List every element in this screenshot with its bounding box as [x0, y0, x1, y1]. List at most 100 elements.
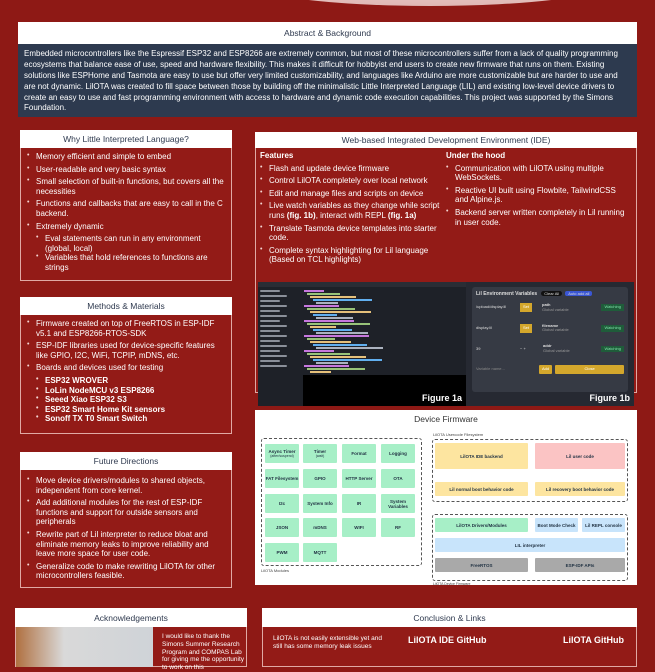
variable-value[interactable]: 39 — [476, 345, 481, 351]
list-text: Live watch variables as they change whil… — [269, 201, 440, 220]
ide-github-link[interactable]: LilOTA IDE GitHub — [408, 635, 487, 645]
clear-all-button[interactable]: Clear All — [541, 291, 563, 296]
module-name: MQTT — [313, 550, 327, 555]
code-line — [304, 290, 324, 292]
file-tree-item[interactable] — [260, 365, 287, 367]
file-tree-item[interactable] — [260, 350, 280, 352]
ide-panel: Web-based Integrated Development Environ… — [255, 132, 637, 406]
methods-panel: Methods & Materials Firmware created on … — [20, 297, 232, 434]
file-tree-item[interactable] — [260, 345, 287, 347]
code-line — [310, 326, 336, 328]
drivers-block: LilOTA Drivers/Modules — [435, 518, 528, 532]
watching-badge: Watching — [601, 324, 624, 332]
file-tree-item[interactable] — [260, 355, 287, 357]
file-tree-item[interactable] — [260, 320, 280, 322]
interpreter-block: LIL interpreter — [435, 538, 625, 552]
why-lil-title: Why Little Interpreted Language? — [20, 130, 232, 148]
module-name: IR — [356, 501, 362, 506]
ide-backend-block: LilOTA IDE backend — [435, 443, 528, 469]
variable-value[interactable]: display.lil — [476, 324, 492, 330]
file-tree-item[interactable] — [260, 290, 280, 292]
module-name: OTA — [393, 476, 403, 481]
module-name: HTTP Server — [345, 476, 373, 481]
features-heading: Features — [260, 151, 294, 160]
boot-check-block: Boot Mode Check — [535, 518, 578, 532]
code-line — [307, 308, 355, 310]
stepper[interactable]: − + — [520, 345, 526, 351]
future-panel: Future Directions Move device drivers/mo… — [20, 452, 232, 588]
file-tree-item[interactable] — [260, 330, 280, 332]
list-item: ESP-IDF libraries used for device-specif… — [27, 341, 225, 360]
file-tree-item[interactable] — [260, 305, 287, 307]
file-tree-item[interactable] — [260, 300, 280, 302]
list-text: , interact with REPL — [315, 210, 388, 220]
list-item: Variables that hold references to functi… — [36, 253, 225, 272]
list-item: Flash and update device firmware — [260, 164, 445, 174]
code-line — [304, 320, 354, 322]
set-button[interactable]: Set — [520, 323, 533, 333]
file-tree-item[interactable] — [260, 310, 280, 312]
module-name: System Info — [307, 501, 333, 506]
module-name: mDNS — [313, 525, 327, 530]
why-lil-panel: Why Little Interpreted Language? Memory … — [20, 130, 232, 281]
module-block: GPIO — [303, 469, 337, 488]
code-line — [313, 344, 367, 346]
hood-list: Communication with LilOTA using multiple… — [446, 164, 631, 228]
module-name: Timer — [313, 449, 327, 454]
file-tree-item[interactable] — [260, 325, 287, 327]
ack-title: Acknowledgements — [15, 608, 247, 627]
list-item: Edit and manage files and scripts on dev… — [260, 189, 445, 199]
code-line — [316, 317, 353, 319]
why-lil-list: Memory efficient and simple to embedUser… — [27, 152, 225, 231]
module-name: WIFI — [354, 525, 364, 530]
list-item: ESP32 Smart Home Kit sensors — [36, 405, 225, 415]
file-tree-item[interactable] — [260, 340, 280, 342]
file-tree-item[interactable] — [260, 335, 287, 337]
code-line — [307, 368, 365, 370]
user-code-block: Lil user code — [535, 443, 625, 469]
espidf-block: ESP-IDF APIs — [535, 558, 625, 572]
list-item: Seeed Xiao ESP32 S3 — [36, 395, 225, 405]
list-item: Live watch variables as they change whil… — [260, 201, 445, 220]
lilota-github-link[interactable]: LilOTA GitHub — [563, 635, 624, 645]
hood-heading: Under the hood — [446, 151, 506, 160]
add-button[interactable]: Add — [539, 364, 553, 374]
variable-value[interactable]: /upload/display.lil — [476, 304, 507, 310]
module-name: Logging — [389, 451, 407, 456]
module-block: System Info — [303, 494, 337, 513]
modules-caption: LilOTA Modules — [261, 568, 289, 573]
device-firmware-box — [432, 514, 628, 581]
module-block: mDNS — [303, 518, 337, 537]
set-button[interactable]: Set — [520, 303, 533, 313]
code-line — [304, 350, 334, 352]
future-title: Future Directions — [20, 452, 232, 470]
code-line — [313, 329, 352, 331]
code-line — [310, 356, 366, 358]
normal-boot-block: Lil normal boot behavior code — [435, 482, 528, 496]
variable-name-input[interactable]: Variable name... — [476, 365, 505, 371]
module-block: IR — [342, 494, 376, 513]
close-button[interactable]: Close — [555, 364, 624, 374]
figure-reference: (fig. 1a) — [387, 210, 417, 220]
module-name: JSON — [275, 525, 289, 530]
watching-badge: Watching — [601, 345, 624, 353]
list-item: Boards and devices used for testing — [27, 363, 225, 373]
list-item: Move device drivers/modules to shared ob… — [27, 476, 225, 495]
recovery-boot-block: Lil recovery boot behavior code — [535, 482, 625, 496]
variable-name: filename — [542, 322, 559, 328]
auto-add-button[interactable]: Auto add all — [565, 291, 593, 296]
code-line — [316, 332, 368, 334]
code-line — [304, 335, 369, 337]
code-line — [313, 359, 382, 361]
module-block: Async Timer(after/suspend) — [265, 444, 299, 463]
file-tree-item[interactable] — [260, 360, 280, 362]
file-tree-item[interactable] — [260, 315, 287, 317]
file-tree-item[interactable] — [260, 295, 287, 297]
device-firmware-caption: LilOTA Device Firmware — [433, 582, 471, 586]
list-item: Translate Tasmota device templates into … — [260, 224, 445, 243]
list-item: Reactive UI built using Flowbite, Tailwi… — [446, 186, 631, 205]
module-name: I2c — [278, 501, 286, 506]
code-line — [310, 341, 351, 343]
firmware-title: Device Firmware — [414, 414, 478, 424]
